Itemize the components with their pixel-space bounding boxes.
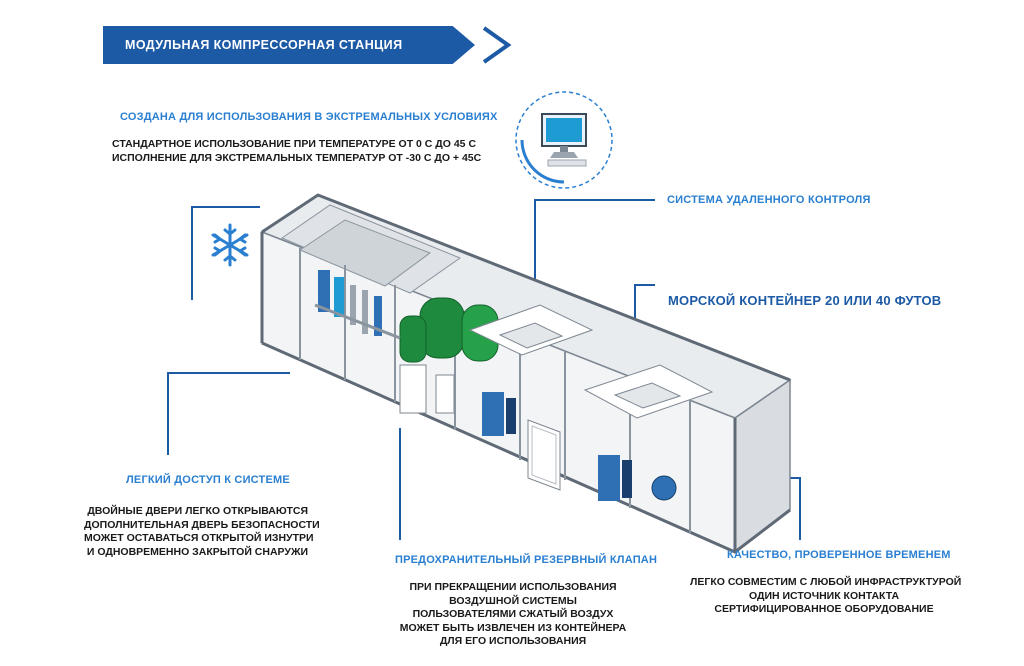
access-line-2: дополнительная дверь безопасности xyxy=(84,518,320,531)
access-text: Двойные двери легко открываются дополнит… xyxy=(84,505,320,559)
valve-line-4: может быть извлечен из контейнера xyxy=(399,621,627,634)
access-line-1: Двойные двери легко открываются xyxy=(87,505,308,517)
title-banner: Модульная компрессорная станция xyxy=(103,26,475,64)
monitor-icon xyxy=(515,91,613,189)
access-line-3: может оставаться открытой изнутри xyxy=(84,532,314,544)
quality-line-1: Легко совместим с любой инфраструктурой xyxy=(690,576,962,588)
valve-heading: Предохранительный резервный клапан xyxy=(395,554,658,566)
extreme-line-1: Стандартное использование при температур… xyxy=(112,138,477,150)
filters-piping xyxy=(314,270,401,340)
extreme-text: Стандартное использование при температур… xyxy=(112,138,481,165)
snowflake-icon xyxy=(211,223,249,267)
quality-text: Легко совместим с любой инфраструктурой … xyxy=(690,576,962,617)
access-line-4: и одновременно закрытой снаружи xyxy=(86,545,308,558)
quality-line-3: сертифицированное оборудование xyxy=(714,603,934,615)
remote-heading: Система удаленного контроля xyxy=(667,194,871,206)
extreme-heading: Создана для использования в экстремальны… xyxy=(120,111,498,123)
valve-line-3: пользователями сжатый воздух xyxy=(412,608,614,620)
quality-heading: Качество, проверенное временем xyxy=(727,549,951,561)
banner-title: Модульная компрессорная станция xyxy=(125,38,403,52)
banner-chevron-icon xyxy=(482,26,512,64)
valve-line-5: для его использования xyxy=(439,635,587,647)
extreme-line-2: Исполнение для экстремальных температур … xyxy=(112,151,482,164)
compressor-2 xyxy=(583,364,714,501)
quality-line-2: один источник контакта xyxy=(748,589,900,602)
compressor-1 xyxy=(468,304,594,436)
valve-line-2: воздушной системы xyxy=(449,594,577,607)
valve-line-1: При прекращении использования xyxy=(409,581,617,593)
container-heading: Морской контейнер 20 или 40 футов xyxy=(668,293,942,308)
valve-text: При прекращении использования воздушной … xyxy=(390,581,636,649)
access-heading: Легкий доступ к системе xyxy=(126,474,290,486)
